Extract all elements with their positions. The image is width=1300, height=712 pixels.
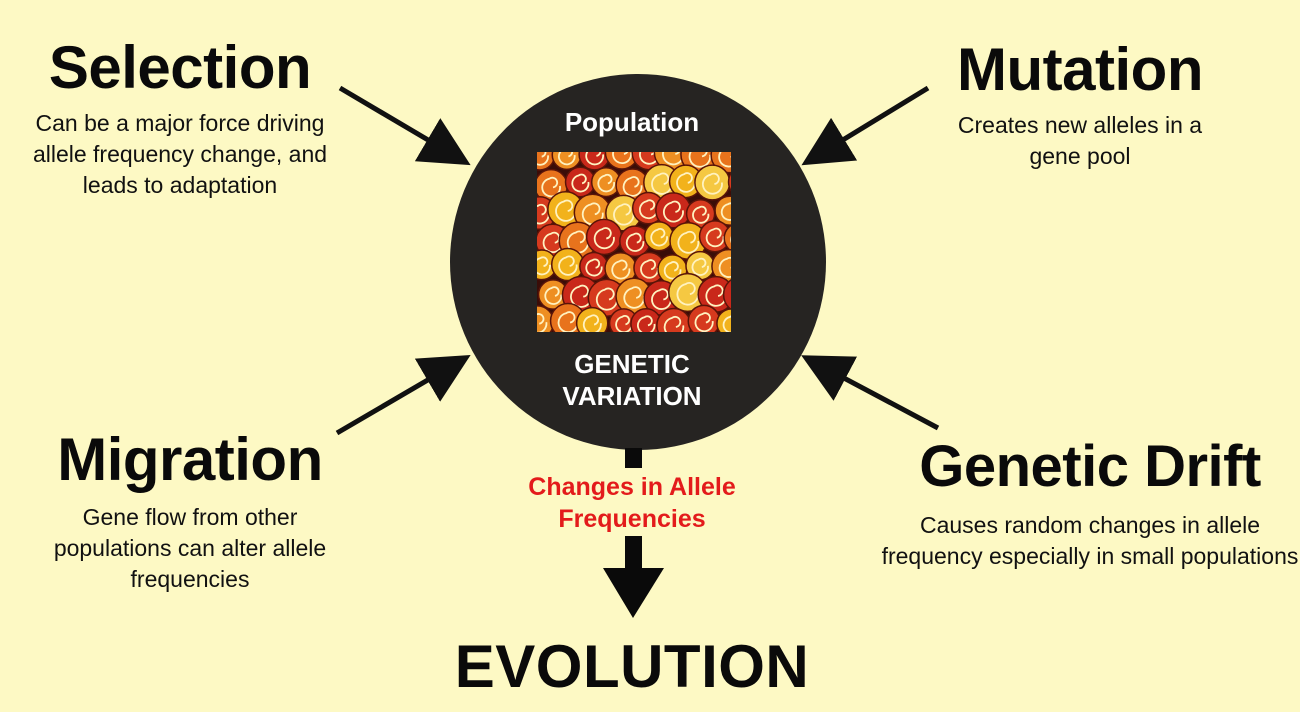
connector-stem-top xyxy=(625,448,642,468)
population-label: Population xyxy=(564,107,700,137)
mutation-block: Mutation Creates new alleles in a gene p… xyxy=(930,40,1230,172)
migration-block: Migration Gene flow from other populatio… xyxy=(30,430,350,595)
selection-arrow xyxy=(338,85,471,166)
migration-description: Gene flow from other populations can alt… xyxy=(53,504,327,592)
drift-title: Genetic Drift xyxy=(919,434,1261,499)
selection-description: Can be a major force driving allele freq… xyxy=(32,110,328,198)
genetic-variation-label: GENETIC VARIATION xyxy=(562,349,702,411)
mutation-arrow xyxy=(801,85,930,166)
mutation-title: Mutation xyxy=(957,36,1203,103)
selection-block: Selection Can be a major force driving a… xyxy=(20,38,340,201)
snail-shells-image xyxy=(537,152,731,332)
drift-arrow xyxy=(801,355,940,431)
migration-arrow xyxy=(335,354,471,436)
down-arrow-head xyxy=(603,568,664,618)
allele-frequency-change-label: Changes in Allele Frequencies xyxy=(528,473,736,533)
mutation-description: Creates new alleles in a gene pool xyxy=(957,112,1203,169)
connector-stem-bottom xyxy=(625,536,642,570)
migration-title: Migration xyxy=(57,426,323,493)
evolution-label: EVOLUTION xyxy=(454,633,810,700)
drift-description: Causes random changes in allele frequenc… xyxy=(881,512,1299,569)
selection-title: Selection xyxy=(48,34,312,101)
drift-block: Genetic Drift Causes random changes in a… xyxy=(880,438,1300,572)
